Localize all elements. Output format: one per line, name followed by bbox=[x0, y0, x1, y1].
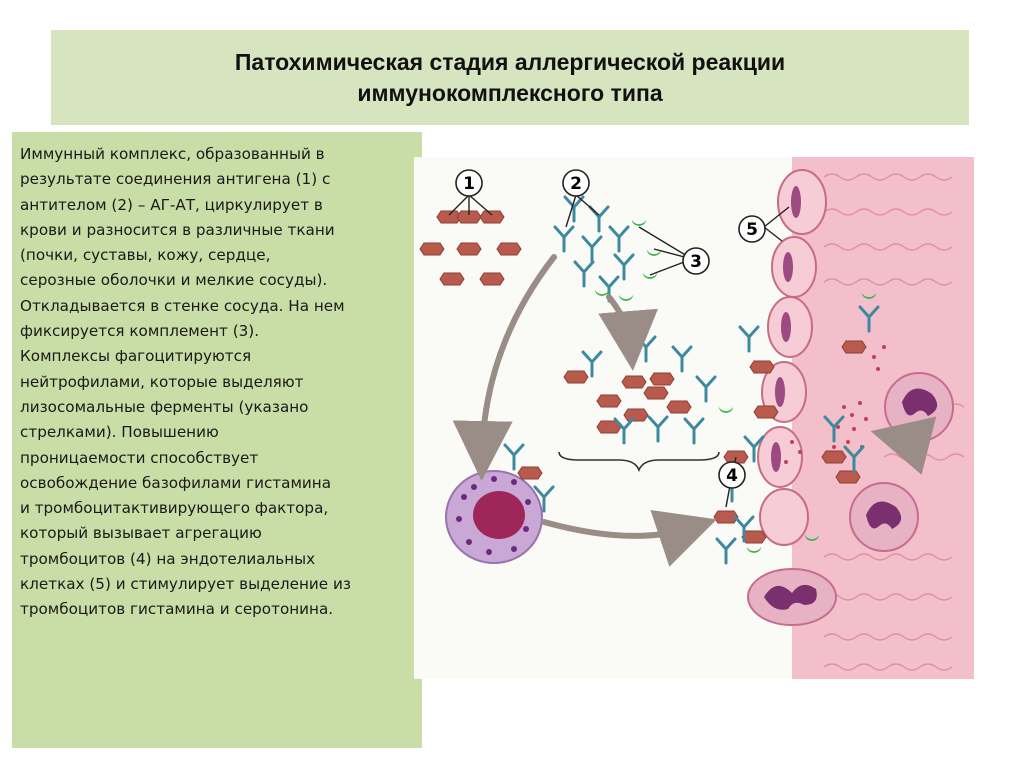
title-line-1: Патохимическая стадия аллергической реак… bbox=[234, 48, 786, 75]
description-line: (почки, суставы, кожу, сердце, bbox=[20, 246, 271, 265]
description-line: тромбоцитов гистамина и серотонина. bbox=[20, 600, 334, 619]
complex-brace bbox=[558, 451, 720, 473]
callout-label: 3 bbox=[690, 252, 702, 272]
callout-label: 4 bbox=[726, 466, 738, 486]
description-line: лизосомальные ферменты (указано bbox=[20, 397, 309, 416]
title-line-2: иммунокомплексного типа bbox=[357, 79, 663, 106]
description-line: Иммунный комплекс, образованный в bbox=[20, 145, 325, 163]
slide-title: Патохимическая стадия аллергической реак… bbox=[51, 30, 969, 125]
neutrophil-cell bbox=[884, 372, 954, 442]
description-line: проницаемости способствует bbox=[20, 448, 259, 467]
description-line: клетках (5) и стимулирует выделение из bbox=[20, 575, 351, 594]
description-line: и тромбоцитактивирующего фактора, bbox=[20, 499, 329, 518]
callout-label: 1 bbox=[463, 174, 475, 194]
description-line: Откладывается в стенке сосуда. На нем bbox=[20, 296, 345, 315]
immune-complex bbox=[563, 335, 717, 445]
neutrophil-cell bbox=[849, 482, 919, 552]
description-line: который вызывает агрегацию bbox=[20, 524, 262, 543]
antibody-group bbox=[553, 195, 635, 303]
callout-1: 1 bbox=[455, 169, 483, 197]
callout-4: 4 bbox=[718, 461, 746, 489]
description-text: Иммунный комплекс, образованный в резуль… bbox=[20, 142, 415, 623]
description-line: освобождение базофилами гистамина bbox=[20, 473, 332, 492]
antigen-group bbox=[419, 210, 522, 286]
description-line: антителом (2) – АГ-АТ, циркулирует в bbox=[20, 195, 323, 214]
basophil-cell bbox=[445, 470, 543, 564]
callout-label: 2 bbox=[570, 174, 582, 194]
description-line: тромбоцитов (4) на эндотелиальных bbox=[20, 549, 316, 568]
description-line: стрелками). Повышению bbox=[20, 423, 219, 442]
callout-label: 5 bbox=[746, 220, 758, 240]
description-line: фиксируется комплемент (3). bbox=[20, 322, 260, 341]
description-line: крови и разносится в различные ткани bbox=[20, 220, 335, 239]
callout-leaders bbox=[448, 194, 790, 508]
flow-arrows bbox=[452, 254, 937, 567]
neutrophil-cell bbox=[747, 568, 837, 626]
description-line: нейтрофилами, которые выделяют bbox=[20, 372, 304, 391]
callout-2: 2 bbox=[562, 169, 590, 197]
immune-complex-figure: 1 2 3 4 5 bbox=[414, 157, 974, 679]
callout-5: 5 bbox=[738, 215, 766, 243]
description-line: Комплексы фагоцитируются bbox=[20, 347, 252, 366]
callout-3: 3 bbox=[682, 247, 710, 275]
description-line: результате соединения антигена (1) с bbox=[20, 170, 331, 189]
description-line: серозные оболочки и мелкие сосуды). bbox=[20, 271, 328, 290]
description-panel: Иммунный комплекс, образованный в резуль… bbox=[12, 132, 422, 748]
